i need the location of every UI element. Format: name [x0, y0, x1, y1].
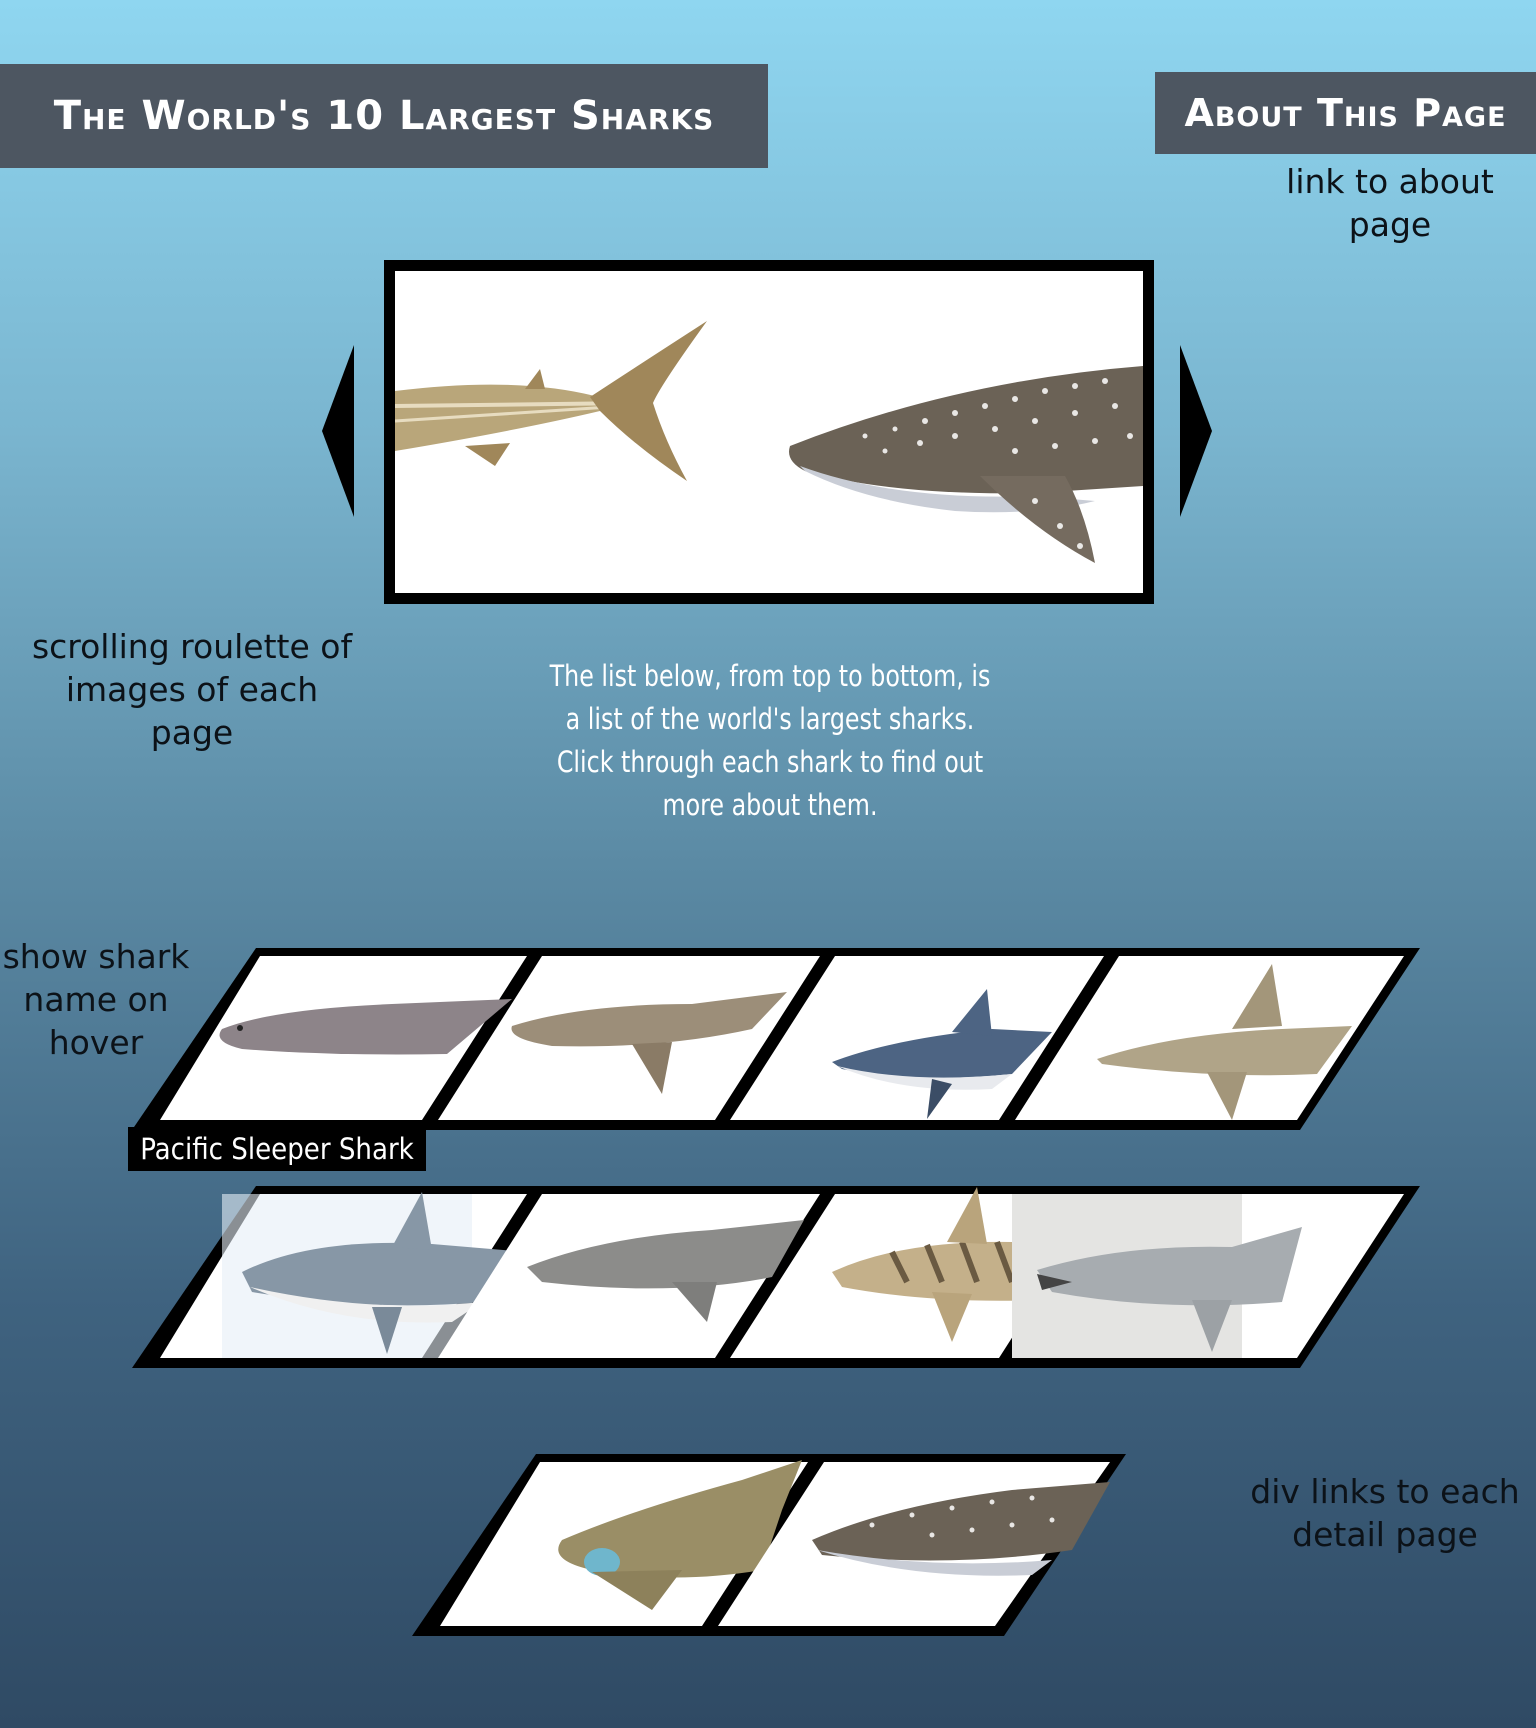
note-hover: show shark name on hover [2, 937, 190, 1062]
shark-link-mako-shark[interactable] [730, 956, 1104, 1120]
note-div-links: div links to each detail page [1250, 1472, 1520, 1554]
shark-links-row-1 [132, 948, 1420, 1130]
page-title: The World's 10 Largest Sharks [0, 64, 768, 168]
shark-link-basking-shark[interactable] [438, 1194, 820, 1358]
shark-link-sixgill-shark[interactable] [438, 956, 820, 1120]
whale-shark-head-illustration [789, 366, 1143, 563]
shark-link-basking-shark-mouth[interactable] [440, 1460, 808, 1626]
triangle-left-icon [322, 345, 354, 517]
shark-links-row-3 [412, 1454, 1126, 1636]
shark-link-megamouth-shark[interactable] [1012, 1194, 1404, 1358]
shark-link-great-white-shark[interactable] [160, 1192, 527, 1358]
carousel-viewport [395, 271, 1143, 593]
intro-text: The list below, from top to bottom, is a… [549, 659, 991, 822]
note-roulette: scrolling roulette of images of each pag… [31, 627, 353, 752]
triangle-right-icon [1180, 345, 1212, 517]
basking-shark-tail-illustration [395, 321, 707, 481]
carousel-image [395, 321, 1143, 563]
shark-name-tooltip: Pacific Sleeper Shark [128, 1127, 426, 1171]
note-about-link: link to about page [1286, 162, 1494, 244]
carousel-prev-arrow[interactable] [322, 345, 354, 517]
about-page-link[interactable]: About This Page [1155, 72, 1536, 154]
image-carousel[interactable] [384, 260, 1154, 604]
shark-link-whale-shark[interactable] [718, 1462, 1110, 1626]
carousel-next-arrow[interactable] [1180, 345, 1212, 517]
shark-link-greenland-shark[interactable] [160, 956, 527, 1120]
shark-links-row-2 [132, 1186, 1420, 1368]
shark-link-hammerhead-shark[interactable] [1015, 956, 1404, 1120]
